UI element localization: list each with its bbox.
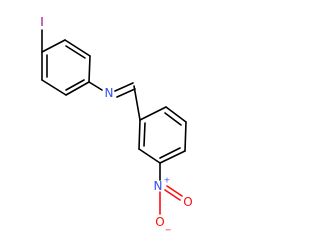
imine-nitrogen-label: N xyxy=(105,86,114,100)
imine-bond-line xyxy=(116,88,136,98)
nitro-nitrogen-charge: + xyxy=(164,176,171,185)
ring2-bond xyxy=(184,121,187,152)
imine-double-bond xyxy=(114,82,136,98)
imine-bond-line xyxy=(114,82,134,92)
ring1-inner-double-bond xyxy=(65,45,86,59)
nitro-oxygen-double-label: O xyxy=(183,195,192,209)
ring2-inner-double-bond xyxy=(159,147,181,159)
ring1-bond xyxy=(41,39,66,53)
nitro-double-bond-line xyxy=(166,185,183,197)
ring1-bond xyxy=(41,79,67,96)
iodophenyl-ring xyxy=(41,39,91,96)
nitro-double-bond xyxy=(164,185,183,201)
ring1-bond xyxy=(88,55,91,83)
iodine-atom-label: I xyxy=(40,15,44,29)
ring1-bond xyxy=(65,81,90,96)
ring2-bond xyxy=(139,106,167,121)
nitro-oxygen-single-label: O xyxy=(155,215,164,229)
structure-canvas: I N N + O O − xyxy=(40,15,193,235)
chemical-structure: I N N + O O − xyxy=(40,15,193,235)
nitrophenyl-ring xyxy=(138,106,187,164)
methine-aryl-bond xyxy=(133,85,141,121)
ring2-bond xyxy=(138,148,161,164)
nitro-double-bond-line xyxy=(164,189,181,201)
ring2-inner-double-bond xyxy=(143,122,146,147)
nitro-oxygen-charge: − xyxy=(165,226,172,235)
ring2-inner-double-bond xyxy=(164,112,182,126)
ring2-bond xyxy=(159,150,186,164)
nitro-nitrogen-label: N xyxy=(154,179,163,193)
ring2-bond xyxy=(165,106,187,123)
ring1-bond xyxy=(64,39,91,57)
ring1-inner-double-bond xyxy=(65,79,85,91)
ring2-bond xyxy=(138,119,141,150)
aryl-nitrogen-bond xyxy=(88,81,103,91)
